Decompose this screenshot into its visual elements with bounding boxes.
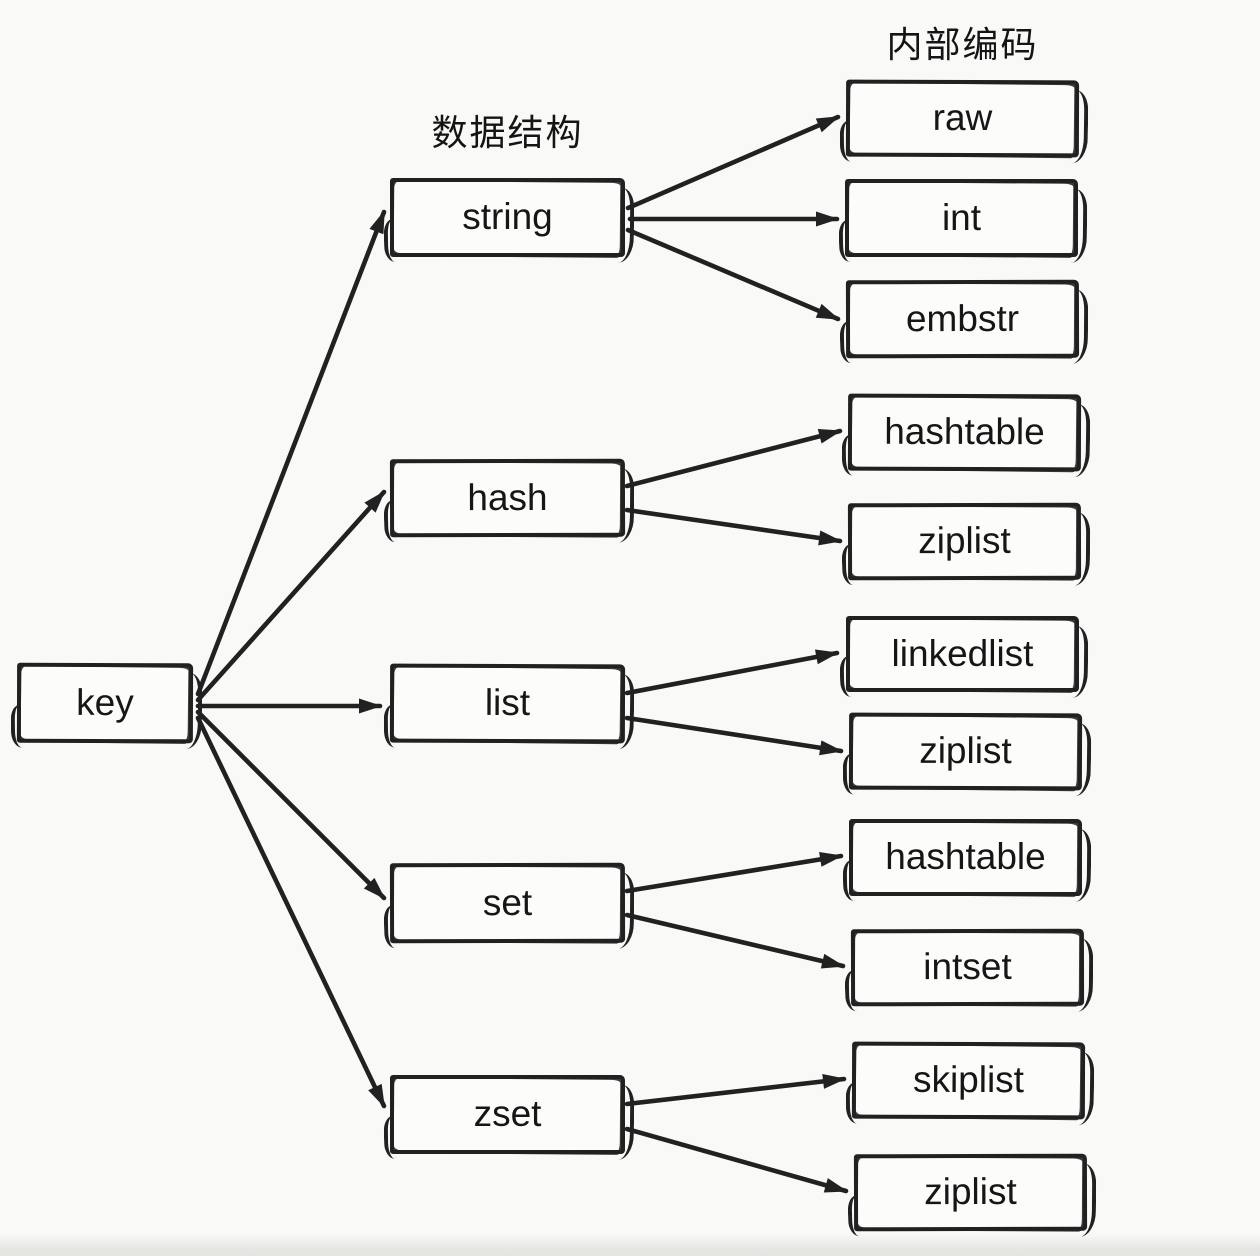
node-int-label: int — [941, 196, 982, 238]
node-list-ziplist-label: ziplist — [919, 729, 1012, 772]
arrow-key-to-string — [195, 209, 387, 697]
arrow-key-to-set — [195, 709, 387, 901]
node-set: set — [383, 862, 626, 949]
node-intset: intset — [844, 928, 1085, 1012]
arrow-string-to-raw — [625, 114, 841, 211]
node-skiplist-label: skiplist — [912, 1058, 1025, 1101]
arrow-list-to-linkedlist — [624, 649, 840, 696]
arrow-set-to-intset — [624, 912, 846, 969]
node-string: string — [383, 178, 625, 263]
node-linkedlist-label: linkedlist — [891, 632, 1034, 674]
node-zset: zset — [383, 1075, 625, 1160]
arrow-hash-to-hashtable — [624, 428, 843, 489]
node-hash-label: hash — [467, 476, 548, 518]
column-header-structure: 数据结构 — [431, 112, 584, 153]
node-zset-ziplist-label: ziplist — [924, 1170, 1017, 1213]
arrow-zset-to-skiplist — [624, 1073, 847, 1107]
arrow-hash-to-ziplist — [624, 507, 843, 546]
node-embstr-label: embstr — [905, 297, 1020, 339]
node-raw: raw — [839, 79, 1080, 162]
node-list-ziplist: ziplist — [842, 712, 1083, 795]
arrow-list-to-ziplist — [624, 715, 844, 756]
node-key: key — [10, 662, 194, 748]
arrow-string-to-embstr — [625, 227, 841, 322]
node-hash-ziplist: ziplist — [841, 502, 1082, 586]
node-set-hashtable-label: hashtable — [885, 836, 1046, 877]
node-hash-ziplist-label: ziplist — [918, 519, 1011, 562]
node-set-hashtable: hashtable — [842, 819, 1082, 902]
node-key-label: key — [76, 681, 134, 723]
column-header-encoding: 内部编码 — [886, 24, 1039, 65]
node-intset-label: intset — [923, 945, 1012, 988]
node-hash-hashtable: hashtable — [841, 393, 1082, 476]
node-raw-label: raw — [932, 96, 993, 139]
node-embstr: embstr — [839, 279, 1080, 364]
arrow-key-to-zset — [195, 715, 387, 1109]
arrow-set-to-hashtable — [624, 851, 844, 894]
arrow-zset-to-ziplist — [624, 1126, 849, 1194]
node-list: list — [383, 663, 626, 748]
node-set-label: set — [482, 881, 533, 923]
node-list-label: list — [484, 681, 531, 724]
node-hash: hash — [383, 458, 626, 543]
node-string-label: string — [462, 196, 553, 237]
node-int: int — [838, 179, 1078, 263]
node-skiplist: skiplist — [845, 1041, 1086, 1124]
node-hash-hashtable-label: hashtable — [884, 410, 1045, 453]
bottom-shade-band — [0, 1234, 1260, 1256]
node-zset-label: zset — [473, 1093, 542, 1134]
node-zset-ziplist: ziplist — [847, 1153, 1088, 1237]
node-linkedlist: linkedlist — [839, 616, 1079, 698]
arrow-key-to-hash — [195, 489, 387, 703]
